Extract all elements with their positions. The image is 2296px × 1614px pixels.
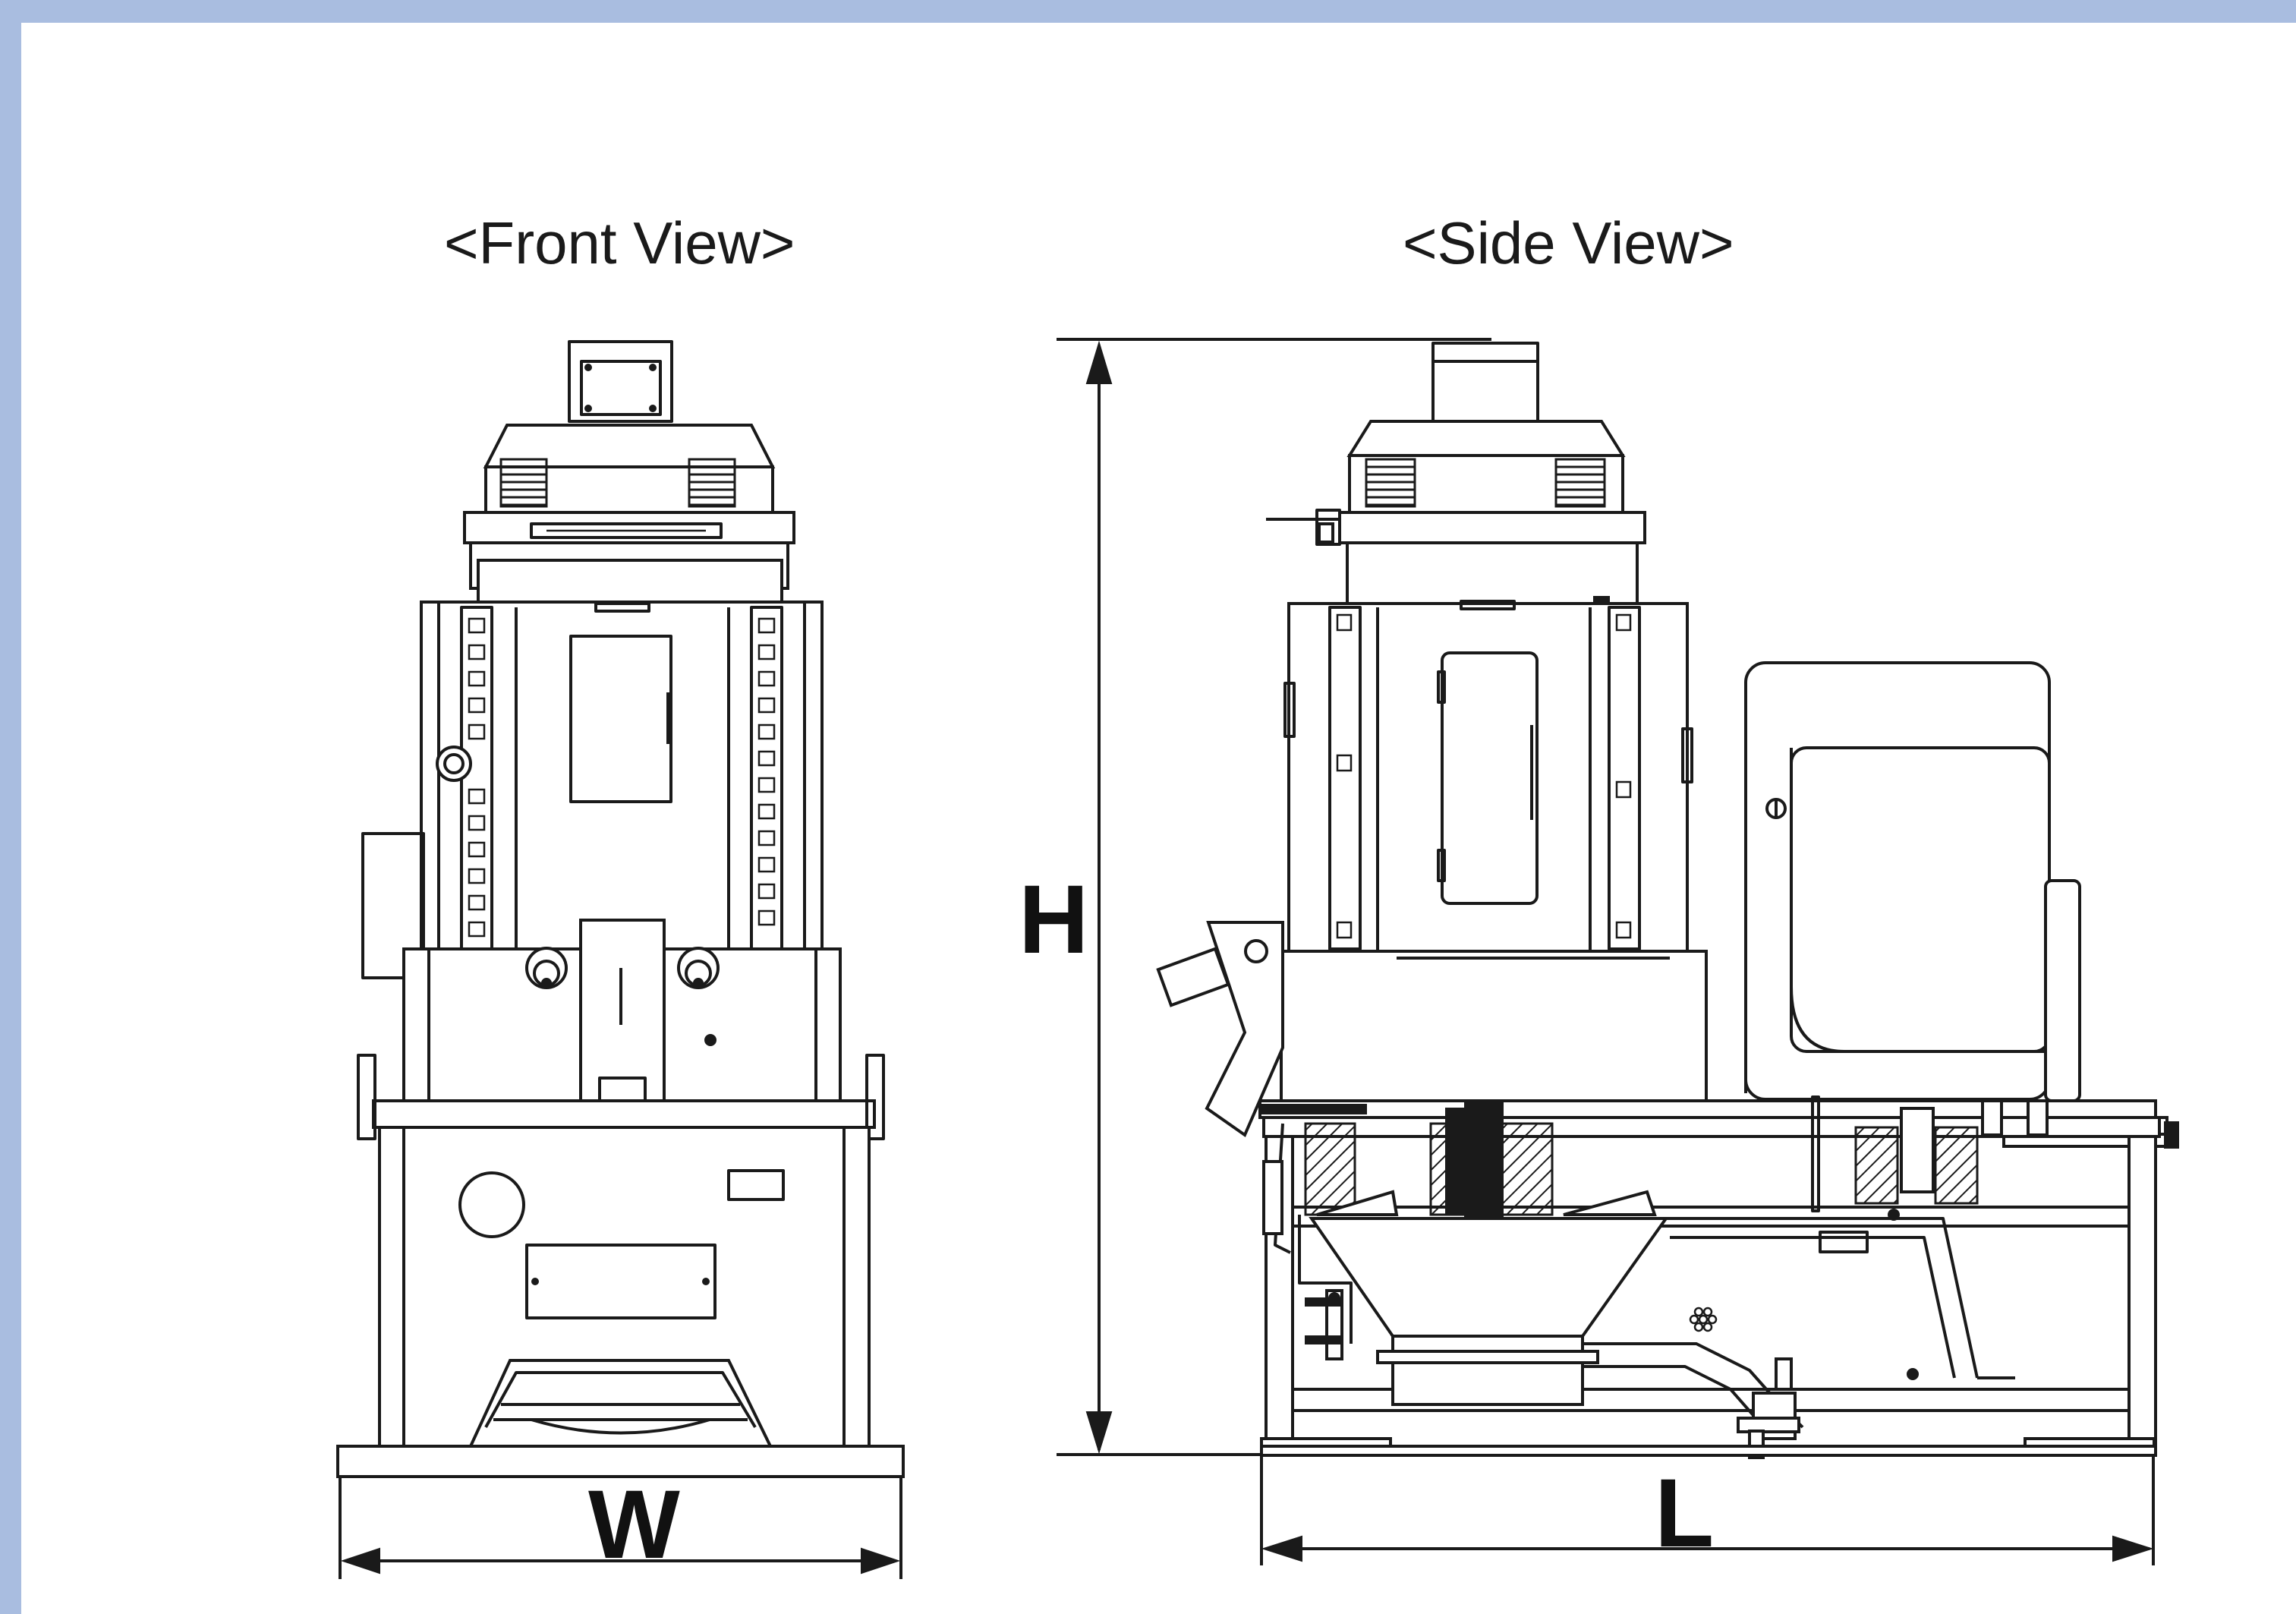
width-dimension-label: W: [588, 1471, 680, 1579]
height-dimension-label: H: [1019, 865, 1089, 974]
side-view-machine: [1156, 342, 2179, 1459]
width-dimension-line: [339, 1477, 902, 1579]
front-view-machine: [336, 340, 905, 1478]
side-view-title: <Side View>: [1403, 210, 1734, 276]
height-dimension-line: [1057, 338, 1491, 1456]
length-dimension-label: L: [1655, 1459, 1715, 1568]
front-view-title: <Front View>: [444, 210, 795, 276]
length-dimension-line: [1260, 1455, 2155, 1565]
